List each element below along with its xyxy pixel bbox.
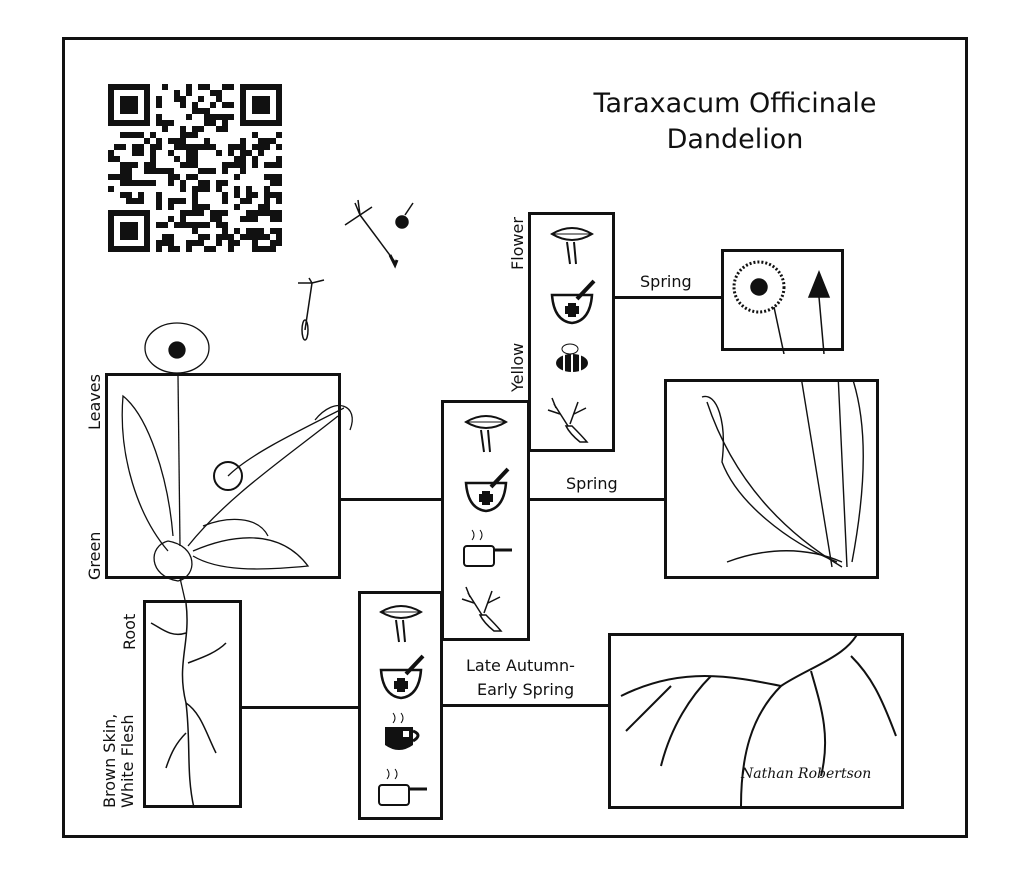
root-uses-box: [358, 591, 443, 820]
bee-icon: [542, 337, 602, 389]
signature: Nathan Robertson: [741, 766, 872, 782]
deer-icon: [456, 585, 516, 637]
root-season-label-1: Late Autumn-: [466, 656, 575, 675]
connector-leaves: [340, 498, 441, 501]
leaves-illustration-box: [105, 373, 344, 582]
leaves-sketch: [121, 376, 344, 582]
cooking-pot-icon: [371, 765, 431, 817]
qr-code[interactable]: [108, 84, 282, 252]
connector-root: [241, 706, 358, 709]
root-color-label-1: Brown Skin,: [100, 713, 119, 808]
root-plant-illustration-box: Nathan Robertson: [608, 633, 904, 809]
eat-icon: [456, 408, 516, 460]
root-illustration-box: [143, 600, 242, 809]
root-label: Root: [120, 613, 139, 650]
root-color-label-2: White Flesh: [118, 714, 137, 808]
eat-icon: [371, 598, 431, 650]
leaves-color-label: Green: [85, 531, 104, 580]
medicine-icon: [371, 654, 431, 706]
deer-icon: [542, 396, 602, 448]
flower-illustration-box: [721, 249, 844, 354]
outer-frame: [62, 37, 968, 838]
flower-uses-box: [528, 212, 615, 452]
root-sketch: [150, 603, 227, 809]
connector-root-season: [442, 704, 608, 707]
leaves-plant-illustration-box: [664, 379, 879, 579]
leaves-label: Leaves: [85, 374, 104, 430]
medicine-icon: [456, 467, 516, 519]
leaves-season-label: Spring: [566, 474, 618, 493]
root-system-sketch: [620, 636, 897, 807]
flower-label: Flower: [508, 217, 527, 270]
flower-season-label: Spring: [640, 272, 692, 291]
leaves-uses-box: [441, 400, 530, 641]
flower-sketch: [732, 260, 831, 354]
connector-flower-season: [614, 296, 721, 299]
tea-cup-icon: [371, 709, 431, 761]
connector-leaves-season: [529, 498, 664, 501]
leaf-plant-sketch: [701, 382, 864, 568]
cooking-pot-icon: [456, 526, 516, 578]
medicine-icon: [542, 279, 602, 331]
root-season-label-2: Early Spring: [477, 680, 575, 699]
title-scientific: Taraxacum Officinale: [593, 88, 877, 119]
flower-color-label: Yellow: [508, 342, 527, 392]
title-common: Dandelion: [666, 124, 804, 155]
eat-icon: [542, 220, 602, 272]
